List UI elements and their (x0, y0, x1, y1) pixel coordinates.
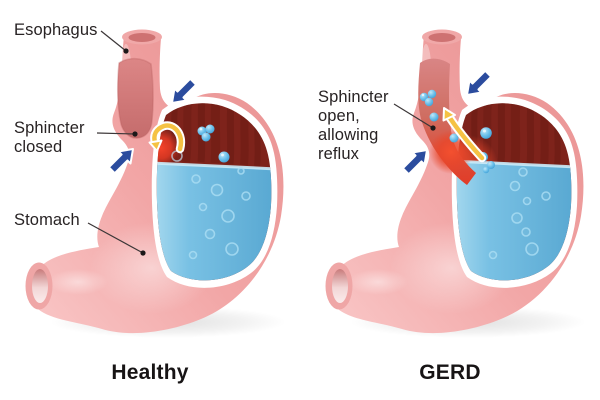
gerd-caption: GERD (419, 361, 481, 384)
esophagus-opening (422, 29, 462, 45)
leader-lines (87, 30, 144, 254)
fluid-bubbles (188, 167, 251, 260)
cutaway (418, 58, 578, 288)
sphincter-open-label: Sphincter open, allowing reflux (318, 88, 389, 164)
pressure-arrow-upper-icon (466, 69, 493, 96)
stomach (325, 29, 586, 338)
esophagus-lumen-closed (116, 57, 154, 139)
esophagus-opening (122, 29, 162, 45)
sphincter-closed-label-line2: closed (14, 138, 63, 156)
stomach-label: Stomach (14, 211, 80, 229)
pressure-arrows (107, 77, 198, 175)
gerd-panel: Sphincter open, allowing reflux GERD (300, 0, 600, 400)
gerd-stomach-illustration (325, 29, 586, 338)
leader-lines (393, 103, 434, 129)
sphincter-closed-label: Sphincter closed (14, 119, 85, 157)
sphincter-closed-label-line1: Sphincter (14, 119, 85, 137)
tube-highlight (48, 269, 108, 295)
sphincter-open-label-line1: Sphincter (318, 88, 389, 106)
tube-highlight (348, 269, 408, 295)
stomach (25, 29, 286, 338)
reflux-arrow-icon (442, 107, 487, 163)
fluid-bubbles (488, 167, 551, 260)
pressure-arrow-lower-icon (401, 149, 428, 176)
pressure-arrow-lower-icon (107, 148, 134, 175)
floating-bubbles (171, 124, 230, 163)
sphincter-open-label-line3: allowing (318, 126, 379, 144)
leader-dots (123, 48, 146, 256)
esophagus-label: Esophagus (14, 21, 98, 39)
gastric-fluid (456, 159, 572, 281)
reflux-blocked-arrow-icon (148, 121, 186, 154)
pressure-arrow-upper-icon (171, 77, 198, 104)
duodenum-opening (25, 262, 53, 310)
leader-dots (430, 125, 436, 131)
sphincter-open-label-line2: open, (318, 107, 360, 125)
sphincter-open-label-line4: reflux (318, 145, 359, 163)
duodenum-opening (325, 262, 353, 310)
sphincter-glow (156, 129, 180, 167)
healthy-panel: Esophagus Sphincter closed Stomach Healt… (14, 21, 286, 384)
healthy-stomach-illustration (25, 29, 286, 338)
healthy-caption: Healthy (111, 361, 189, 384)
pressure-arrows (401, 69, 493, 176)
